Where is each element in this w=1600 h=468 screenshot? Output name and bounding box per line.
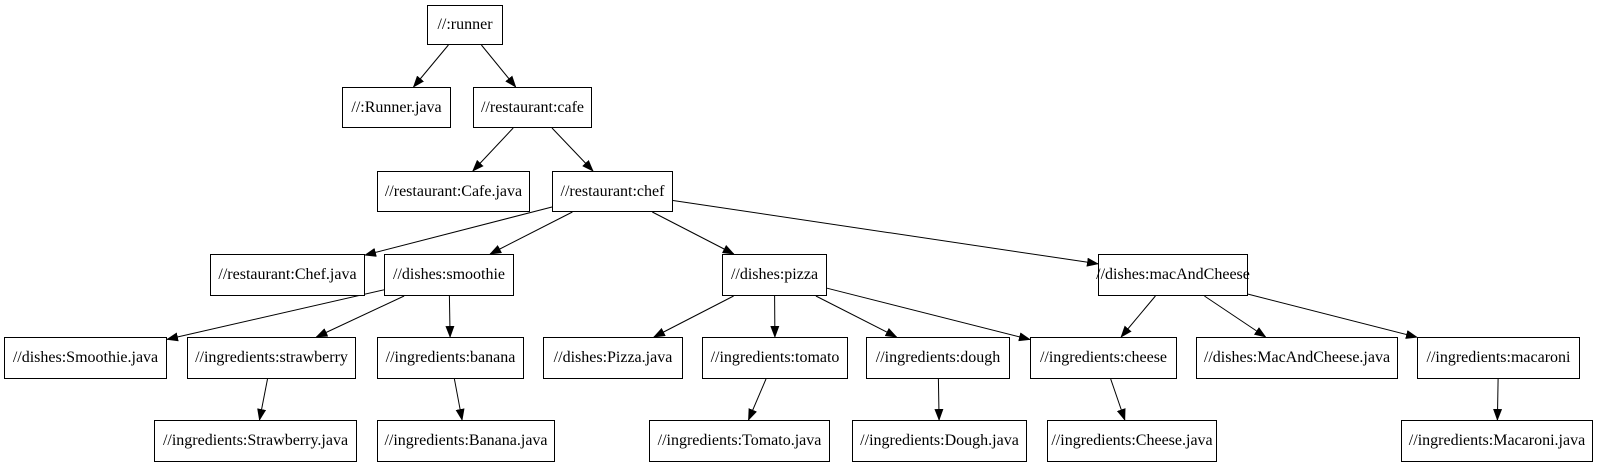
- graph-node-runner-java: //:Runner.java: [342, 87, 451, 128]
- graph-node-tomato-java: //ingredients:Tomato.java: [649, 420, 830, 462]
- graph-node-chef: //restaurant:chef: [552, 171, 673, 212]
- edge-cafe-chef: [551, 127, 594, 172]
- edge-chef-macandcheese: [672, 200, 1099, 267]
- edge-pizza-dough: [815, 295, 898, 338]
- edge-chef-smoothie: [489, 211, 573, 255]
- graph-node-runner: //:runner: [427, 5, 503, 45]
- edge-macandcheese-macandcheese-java: [1204, 295, 1267, 338]
- edge-cafe-cafe-java: [472, 127, 514, 172]
- edge-macaroni-macaroni-java: [1493, 378, 1503, 421]
- graph-node-smoothie: //dishes:smoothie: [384, 254, 514, 296]
- graph-node-chef-java: //restaurant:Chef.java: [210, 254, 365, 296]
- graph-node-cheese-java: //ingredients:Cheese.java: [1047, 420, 1217, 462]
- edge-smoothie-banana: [445, 295, 455, 338]
- graph-node-cafe-java: //restaurant:Cafe.java: [377, 171, 530, 212]
- graph-node-strawberry: //ingredients:strawberry: [187, 337, 356, 379]
- graph-node-macaroni: //ingredients:macaroni: [1417, 337, 1580, 379]
- graph-node-banana-java: //ingredients:Banana.java: [377, 420, 555, 462]
- graph-node-dough-java: //ingredients:Dough.java: [852, 420, 1027, 462]
- edge-macandcheese-cheese: [1120, 295, 1156, 338]
- graph-node-macandcheese-java: //dishes:MacAndCheese.java: [1196, 337, 1398, 379]
- graph-node-pizza: //dishes:pizza: [722, 254, 827, 296]
- edge-cheese-cheese-java: [1110, 378, 1126, 421]
- edge-chef-chef-java: [364, 206, 553, 257]
- graph-node-tomato: //ingredients:tomato: [702, 337, 848, 379]
- edge-macandcheese-macaroni: [1247, 293, 1418, 339]
- graph-node-banana: //ingredients:banana: [377, 337, 524, 379]
- graph-node-smoothie-java: //dishes:Smoothie.java: [4, 337, 167, 379]
- edge-strawberry-strawberry-java: [257, 378, 268, 421]
- edge-banana-banana-java: [453, 378, 465, 421]
- graph-node-cheese: //ingredients:cheese: [1030, 337, 1177, 379]
- edge-smoothie-smoothie-java: [166, 289, 385, 342]
- edge-pizza-cheese: [826, 287, 1031, 342]
- graph-node-cafe: //restaurant:cafe: [473, 87, 592, 128]
- edge-runner-cafe: [481, 44, 517, 88]
- edge-tomato-tomato-java: [748, 378, 767, 421]
- edge-dough-dough-java: [934, 378, 944, 421]
- edge-smoothie-strawberry: [315, 295, 405, 338]
- edge-pizza-pizza-java: [653, 295, 734, 338]
- graph-node-pizza-java: //dishes:Pizza.java: [543, 337, 683, 379]
- graph-node-macaroni-java: //ingredients:Macaroni.java: [1401, 420, 1593, 462]
- graph-node-dough: //ingredients:dough: [866, 337, 1010, 379]
- edge-chef-pizza: [652, 211, 735, 255]
- graph-node-macandcheese: //dishes:macAndCheese: [1096, 254, 1250, 296]
- edge-runner-runner-java: [412, 44, 449, 88]
- graph-node-strawberry-java: //ingredients:Strawberry.java: [154, 420, 357, 462]
